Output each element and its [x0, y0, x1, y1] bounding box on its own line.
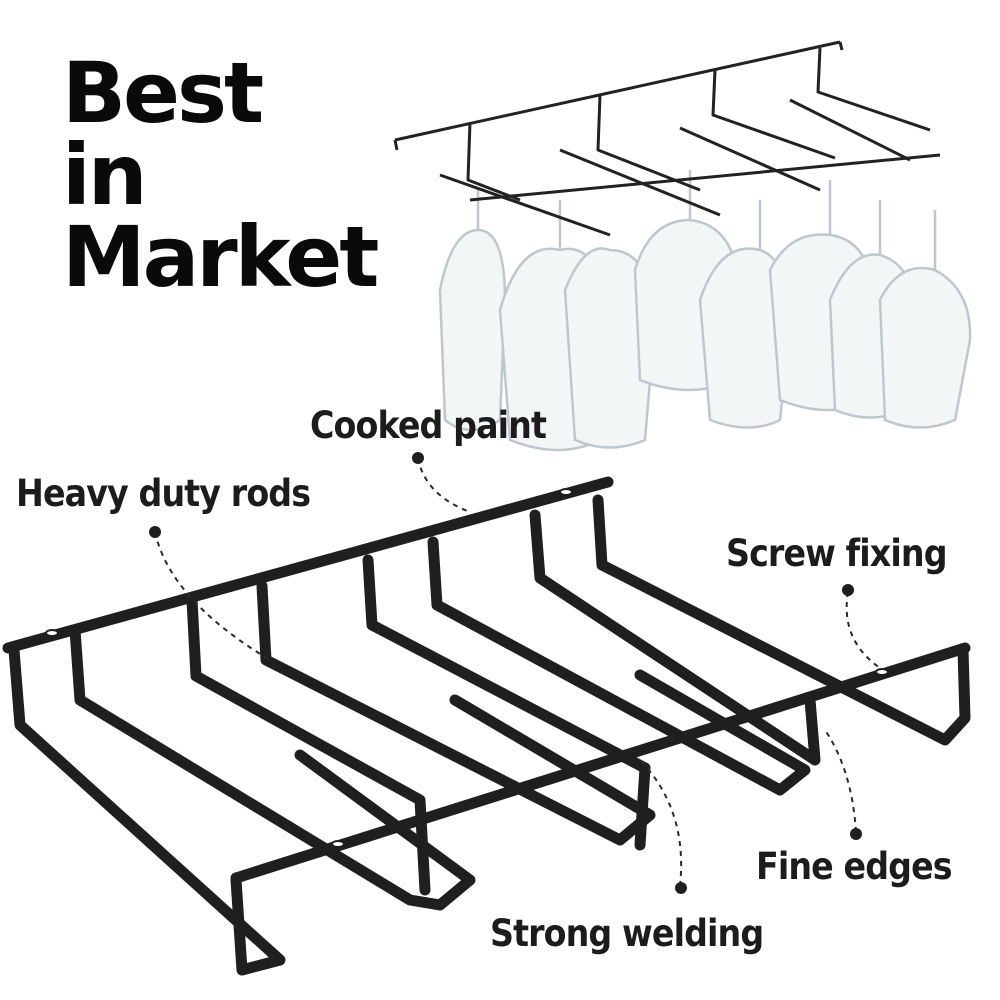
headline-line-3: Market [62, 208, 379, 306]
callout-dot [842, 584, 854, 596]
back-mounting-bar [2, 476, 614, 654]
small-rack [393, 40, 941, 237]
leader-lines [154, 457, 881, 887]
rack-frame [2, 476, 971, 976]
leader-dots [149, 452, 862, 894]
callout-cooked-paint: Cooked paint [310, 404, 547, 447]
screw-hole [875, 668, 889, 676]
wine-glasses [438, 170, 972, 452]
callout-strong-welding: Strong welding [490, 912, 764, 955]
callout-screw-fixing: Screw fixing [726, 532, 948, 575]
callout-dot [412, 452, 424, 464]
leader-strong-welding [639, 759, 683, 887]
screw-hole [331, 840, 345, 848]
headline-line-2: in [62, 126, 148, 224]
screw-hole [559, 488, 573, 496]
callout-dot [850, 828, 862, 840]
callout-dot [149, 526, 161, 538]
headline: Best in Market [62, 44, 382, 306]
leader-fine-edges [824, 729, 857, 833]
screw-hole [45, 629, 59, 637]
leader-cooked-paint [417, 457, 471, 513]
screw-holes [45, 488, 889, 848]
leader-screw-fixing [845, 591, 881, 669]
callout-heavy-duty-rods: Heavy duty rods [16, 472, 311, 515]
headline-line-1: Best [62, 44, 264, 142]
callout-dot [675, 882, 687, 894]
callout-fine-edges: Fine edges [756, 845, 953, 888]
